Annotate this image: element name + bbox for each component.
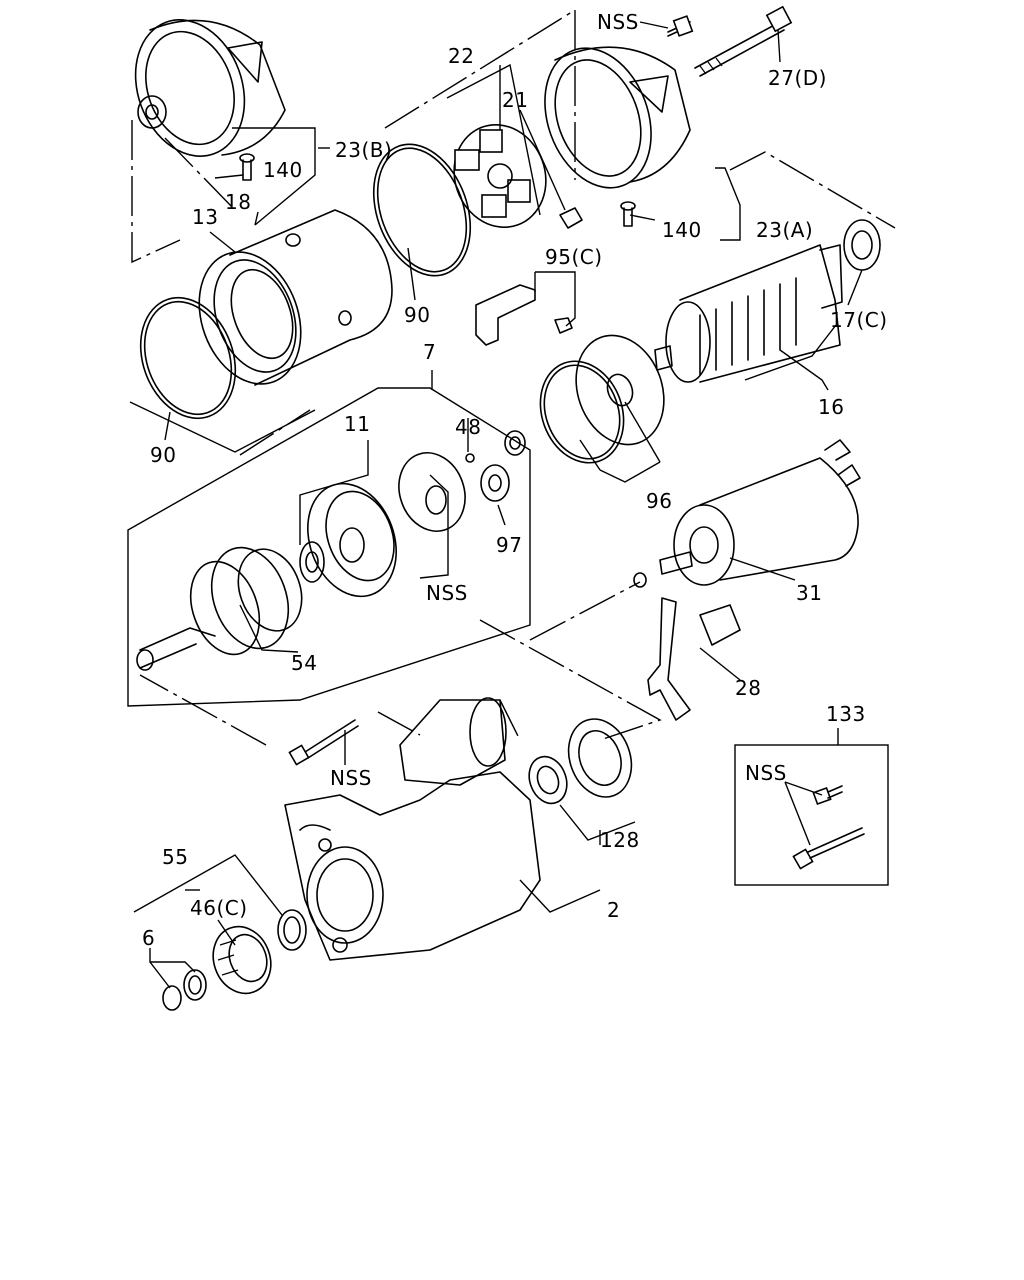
pinion-97 bbox=[480, 464, 510, 502]
label-13: 13 bbox=[192, 205, 218, 229]
bolt-kit-box-133 bbox=[734, 744, 889, 886]
label-nss-top: NSS bbox=[597, 10, 639, 34]
label-128: 128 bbox=[600, 828, 640, 852]
bearing-17c bbox=[843, 219, 881, 271]
bolt-long-box bbox=[792, 827, 865, 870]
bearing-small bbox=[504, 430, 526, 456]
label-90-middle: 90 bbox=[404, 303, 430, 327]
label-54: 54 bbox=[291, 651, 317, 675]
rear-cover-23b bbox=[134, 19, 286, 157]
part-labels: NSS 27(D) 22 21 23(B) 140 18 13 90 90 14… bbox=[142, 10, 888, 950]
bolt-nss-top bbox=[667, 15, 694, 37]
solenoid-31 bbox=[633, 439, 861, 588]
label-nss-box: NSS bbox=[745, 761, 787, 785]
ring-6 bbox=[162, 969, 207, 1011]
label-6: 6 bbox=[142, 926, 155, 950]
label-23a: 23(A) bbox=[756, 218, 813, 242]
bracket-95c bbox=[475, 284, 573, 346]
leader-lines bbox=[129, 21, 863, 989]
label-nss-mid: NSS bbox=[426, 581, 468, 605]
label-16: 16 bbox=[818, 395, 844, 419]
screw-140-right bbox=[620, 201, 636, 227]
housing-2 bbox=[284, 697, 541, 961]
label-96: 96 bbox=[646, 489, 672, 513]
label-55: 55 bbox=[162, 845, 188, 869]
yoke-13 bbox=[198, 209, 393, 386]
label-7: 7 bbox=[423, 340, 436, 364]
clutch-54 bbox=[136, 546, 303, 671]
bolt-nss-long bbox=[288, 719, 359, 766]
label-95c: 95(C) bbox=[545, 245, 603, 269]
center-lines bbox=[131, 9, 896, 746]
label-140-left: 140 bbox=[263, 158, 303, 182]
screw-140-left bbox=[239, 153, 255, 181]
label-22: 22 bbox=[448, 44, 474, 68]
label-21: 21 bbox=[502, 88, 528, 112]
plate-96 bbox=[539, 334, 665, 464]
washer bbox=[299, 541, 325, 583]
label-31: 31 bbox=[796, 581, 822, 605]
label-48: 48 bbox=[455, 415, 481, 439]
label-46c: 46(C) bbox=[190, 896, 248, 920]
collar bbox=[277, 909, 307, 951]
label-11: 11 bbox=[344, 412, 370, 436]
bolt-short-box bbox=[812, 785, 843, 806]
label-90-left: 90 bbox=[150, 443, 176, 467]
through-bolt-27d bbox=[694, 5, 793, 77]
label-2: 2 bbox=[607, 898, 620, 922]
pinion-gear-46c bbox=[212, 925, 272, 995]
armature-16 bbox=[654, 244, 843, 383]
brush-holder-22 bbox=[453, 123, 547, 229]
brush-spring-21 bbox=[559, 207, 583, 229]
label-18: 18 bbox=[225, 190, 251, 214]
lever-28 bbox=[647, 597, 741, 721]
label-17c: 17(C) bbox=[830, 308, 888, 332]
bearing-128 bbox=[528, 718, 633, 805]
label-27d: 27(D) bbox=[768, 66, 827, 90]
label-28: 28 bbox=[735, 676, 761, 700]
label-97: 97 bbox=[496, 533, 522, 557]
label-133: 133 bbox=[826, 702, 866, 726]
label-23b: 23(B) bbox=[335, 138, 392, 162]
gear-carrier bbox=[398, 452, 466, 532]
front-cover-23a bbox=[544, 46, 691, 189]
o-ring-90-left bbox=[139, 296, 237, 420]
label-140-right: 140 bbox=[662, 218, 702, 242]
label-nss-bolt: NSS bbox=[330, 766, 372, 790]
o-ring-90-middle bbox=[372, 143, 472, 277]
clutch-group-bracket-7 bbox=[127, 387, 531, 707]
ball-48 bbox=[465, 453, 475, 463]
